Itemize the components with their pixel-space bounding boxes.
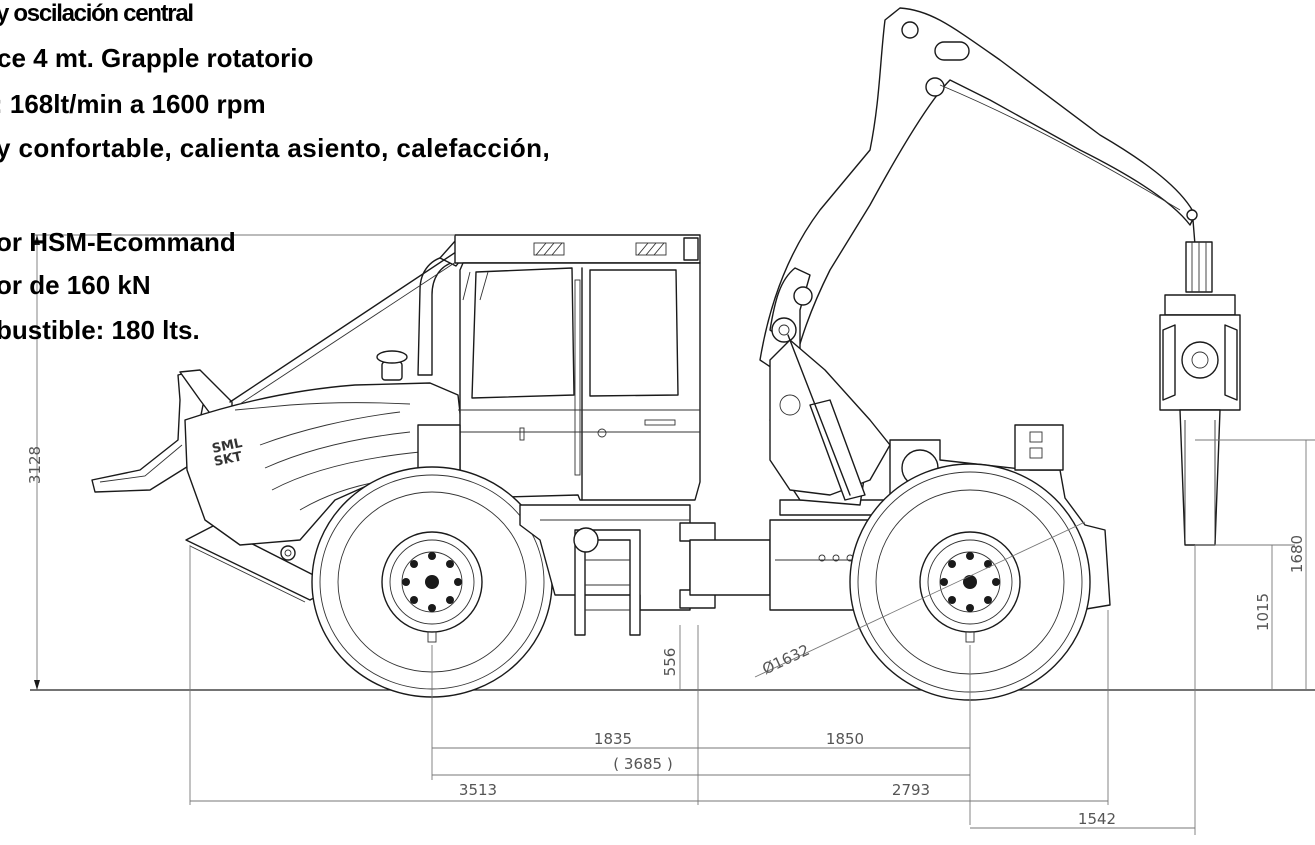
front-wheel (311, 466, 553, 698)
dim-ground-clearance: 556 (661, 648, 679, 677)
dimension-lines (34, 234, 1315, 835)
dim-grapple-height-high: 1680 (1288, 535, 1306, 573)
spec-line-cab-comfort: y confortable, calienta asiento, calefac… (0, 133, 551, 163)
spec-line-fuel-capacity: bustible: 180 lts. (0, 315, 200, 345)
rotating-grapple (1159, 294, 1241, 546)
dim-overall-height: 3128 (26, 446, 44, 484)
dim-front-section: 3513 (459, 781, 497, 799)
dim-center-to-rear: 1850 (826, 730, 864, 748)
spec-line-oscillation: y oscilación central (0, 0, 194, 27)
spec-line-hydraulic-flow: : 168lt/min a 1600 rpm (0, 89, 266, 119)
dim-wheel-diameter: Ø1632 (759, 641, 812, 678)
dim-front-to-center: 1835 (594, 730, 632, 748)
hood-badge-line-2: SKT (213, 449, 244, 470)
rear-wheel (849, 463, 1091, 701)
loader-crane (759, 7, 1213, 501)
front-blade (91, 369, 336, 603)
articulation-frame (519, 504, 886, 636)
spec-line-winch-force: or de 160 kN (0, 270, 151, 300)
dim-rear-overhang: 1542 (1078, 810, 1116, 828)
dim-rear-section: 2793 (892, 781, 930, 799)
dim-wheelbase: ( 3685 ) (613, 755, 672, 773)
hood-badge-line-1: SML (211, 436, 244, 457)
spec-line-reach-grapple: ce 4 mt. Grapple rotatorio (0, 43, 314, 73)
operator-cab (417, 234, 701, 501)
spec-line-control-system: or HSM-Ecommand (0, 227, 236, 257)
dim-grapple-height-low: 1015 (1254, 593, 1272, 631)
